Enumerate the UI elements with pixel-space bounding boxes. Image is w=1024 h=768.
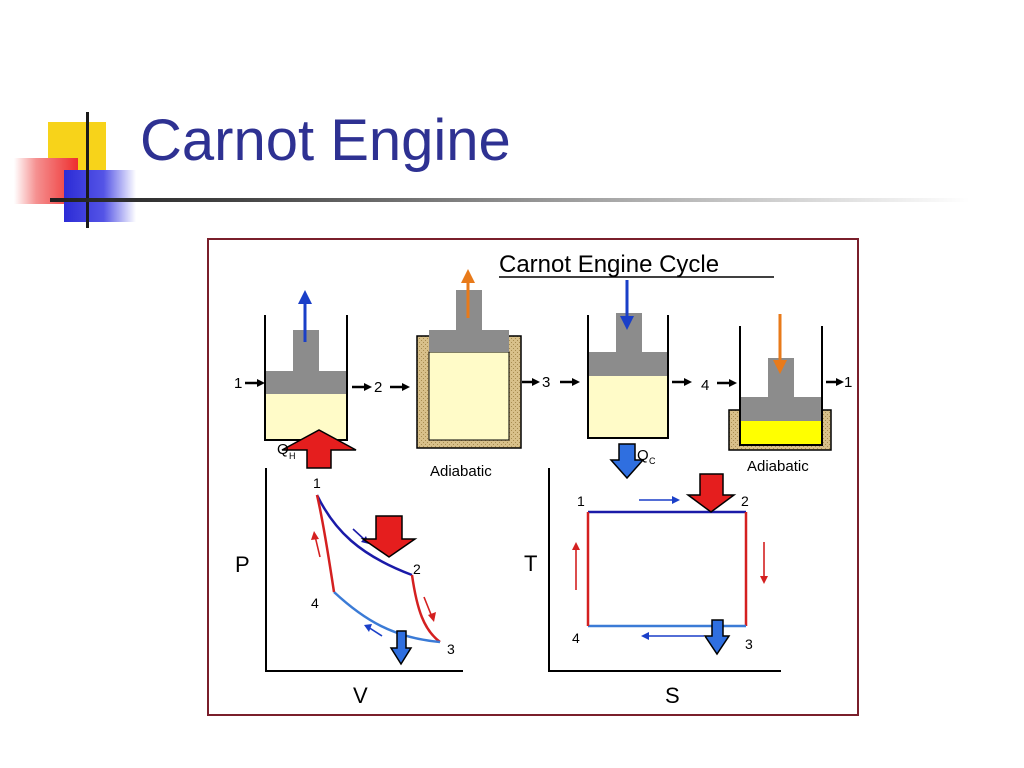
ts-direction-arrow-3-icon [641,632,704,640]
stage-label-5: 1 [844,374,852,391]
pv-diagram: 1 2 3 4 P V [235,468,463,708]
pv-isotherm-cold [333,591,441,644]
stage-label-1: 1 [234,375,242,392]
piston-cylinder-3 [587,313,669,439]
adiabatic-label-2: Adiabatic [747,458,809,475]
ts-direction-arrow-1-icon [639,496,680,504]
ts-point-4: 4 [572,630,580,646]
stage-arrow-3b-icon [560,378,580,386]
heat-out-subscript: C [649,456,656,466]
stage-arrow-4a-icon [672,378,692,386]
figure-heading: Carnot Engine Cycle [499,251,719,278]
stage-arrow-2a-icon [352,383,372,391]
ts-direction-arrow-2-icon [760,542,768,584]
ts-direction-arrow-4-icon [572,542,580,590]
decor-blue-square [64,170,136,222]
pv-point-4: 4 [311,595,319,611]
piston-cylinder-4 [728,326,832,451]
work-arrow-down-icon [620,280,634,330]
stage-label-4: 4 [701,377,709,394]
pv-point-1: 1 [313,475,321,491]
ts-heat-out-arrow-icon [703,619,731,656]
work-arrow-up-orange-icon [461,269,475,318]
ts-diagram: 1 2 3 4 T S [524,468,781,708]
stage-arrow-4b-icon [717,379,737,387]
carnot-cycle-figure: Carnot Engine Cycle Q H [207,238,859,716]
heat-out-arrow-icon [609,443,645,480]
stage-arrow-3a-icon [522,378,540,386]
pv-x-axis-label: V [353,683,368,708]
pv-adiabat-expansion [410,574,441,643]
stage-arrow-2b-icon [390,383,410,391]
adiabatic-label-1: Adiabatic [430,463,492,480]
title-underline [50,198,970,202]
piston-cylinder-2 [416,290,522,449]
pv-heat-out-arrow-icon [389,630,413,666]
work-arrow-down-orange-icon [773,314,787,374]
pv-y-axis-label: P [235,552,250,577]
ts-x-axis-label: S [665,683,680,708]
pv-direction-arrow-2-icon [423,596,436,622]
pv-point-3: 3 [447,641,455,657]
work-arrow-up-icon [298,290,312,342]
stage-label-2: 2 [374,379,382,396]
pv-direction-arrow-4-icon [311,531,321,558]
pv-direction-arrow-3-icon [364,624,383,637]
ts-point-1: 1 [577,493,585,509]
stage-arrow-1-icon [245,379,265,387]
slide-title: Carnot Engine [140,108,511,173]
heat-in-arrow-icon [281,429,357,469]
ts-point-3: 3 [745,636,753,652]
stage-arrow-5-icon [826,378,844,386]
heat-in-subscript: H [289,451,296,461]
carnot-figure-svg: Carnot Engine Cycle Q H [234,251,852,708]
heat-out-label: Q [637,447,649,464]
ts-heat-in-arrow-icon [685,473,737,513]
pv-isotherm-hot [315,494,413,577]
pv-heat-in-arrow-icon [360,515,418,558]
heat-in-label: Q [277,441,289,458]
stage-label-3: 3 [542,374,550,391]
ts-y-axis-label: T [524,551,537,576]
ts-point-2: 2 [741,493,749,509]
pv-adiabat-compression [315,494,336,593]
decor-vertical-line [86,112,89,228]
pv-point-2: 2 [413,561,421,577]
